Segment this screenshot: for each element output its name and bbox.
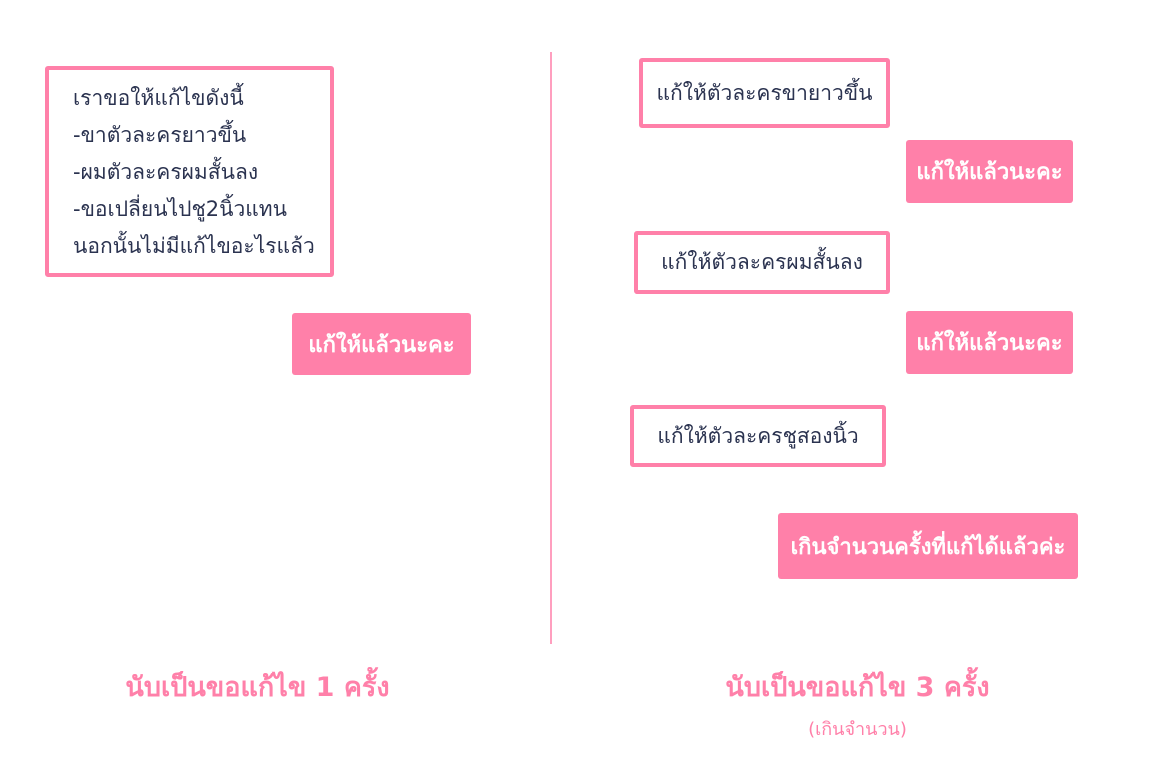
request-line: -ขอเปลี่ยนไปชู2นิ้วแทน <box>73 197 287 221</box>
request-bubble: แก้ให้ตัวละครขายาวขึ้น <box>639 58 890 128</box>
request-line: -ผมตัวละครผมสั้นลง <box>73 160 259 184</box>
request-line: นอกนั้นไม่มีแก้ไขอะไรแล้ว <box>73 234 315 258</box>
reply-bubble: แก้ให้แล้วนะคะ <box>906 311 1073 374</box>
left-caption: นับเป็นขอแก้ไข 1 ครั้ง <box>125 672 390 703</box>
request-bubble: แก้ให้ตัวละครชูสองนิ้ว <box>630 405 886 467</box>
request-line: เราขอให้แก้ไขดังนี้ <box>73 86 244 110</box>
request-list-box: เราขอให้แก้ไขดังนี้ -ขาตัวละครยาวขึ้น -ผ… <box>45 66 334 277</box>
divider <box>550 52 552 644</box>
reply-bubble: แก้ให้แล้วนะคะ <box>292 313 471 375</box>
reply-bubble: เกินจำนวนครั้งที่แก้ได้แล้วค่ะ <box>778 513 1078 579</box>
right-subcaption: (เกินจำนวน) <box>808 719 907 740</box>
right-caption: นับเป็นขอแก้ไข 3 ครั้ง <box>725 672 990 703</box>
request-bubble: แก้ให้ตัวละครผมสั้นลง <box>634 231 890 294</box>
request-line: -ขาตัวละครยาวขึ้น <box>73 123 247 147</box>
reply-bubble: แก้ให้แล้วนะคะ <box>906 140 1073 203</box>
